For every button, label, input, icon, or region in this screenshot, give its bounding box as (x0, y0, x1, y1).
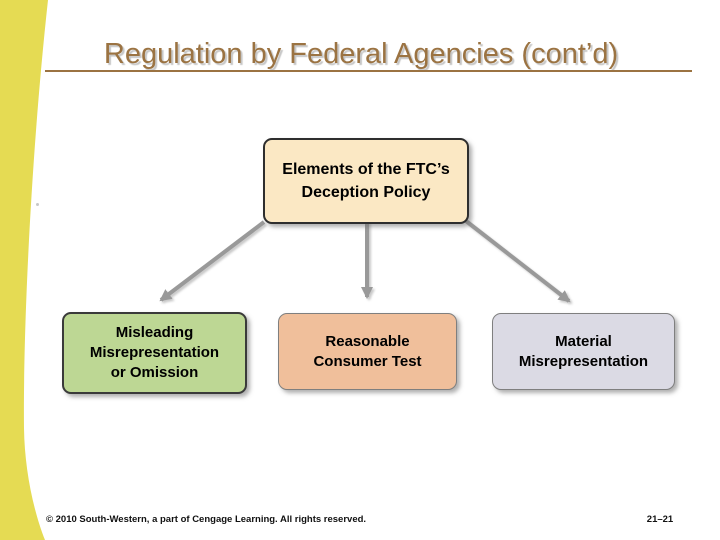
node-label: Elements of the FTC’s Deception Policy (282, 160, 450, 201)
title-underline (45, 70, 692, 72)
yellow-crescent-shape (0, 0, 48, 540)
slide-title: Regulation by Federal Agencies (cont’d) (103, 38, 619, 70)
stray-mark (36, 203, 39, 206)
node-material-misrepresentation: Material Misrepresentation (492, 313, 675, 390)
node-label: Material Misrepresentation (518, 332, 649, 370)
arrow-to-material (464, 219, 571, 303)
node-label: Misleading Misrepresentation or Omission (89, 324, 220, 381)
page-number: 21–21 (646, 514, 674, 525)
node-misleading-misrepresentation-or-omission: Misleading Misrepresentation or Omission (62, 312, 247, 394)
arrow-to-misleading (159, 220, 266, 302)
node-reasonable-consumer-test: Reasonable Consumer Test (278, 313, 457, 390)
copyright-text: © 2010 South-Western, a part of Cengage … (46, 514, 367, 525)
yellow-crescent-path (0, 0, 48, 540)
node-elements-ftc-deception-policy: Elements of the FTC’s Deception Policy (263, 138, 469, 224)
node-label: Reasonable Consumer Test (313, 332, 422, 370)
